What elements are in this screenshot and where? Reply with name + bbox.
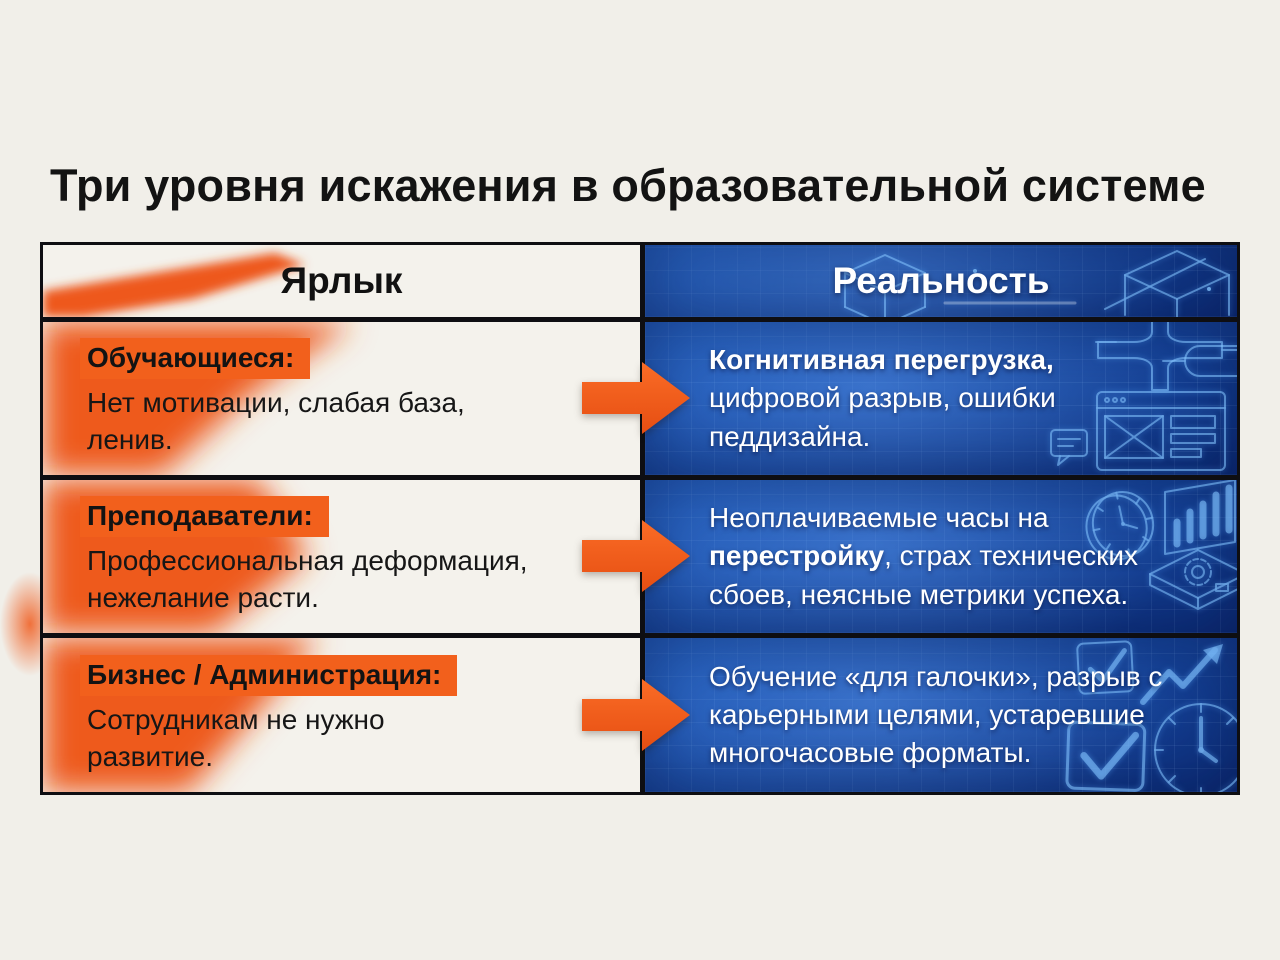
- browser-window-wireframe-icon: [1096, 391, 1226, 471]
- capsule-wireframe-icon: [1162, 345, 1237, 377]
- cube-wireframe-icon: [1104, 250, 1230, 317]
- column-header-reality: Реальность: [832, 260, 1050, 301]
- reality-cell-learners: Когнитивная перегрузка, цифровой разрыв,…: [645, 322, 1237, 475]
- label-text: Сотрудникам не нужно развитие.: [87, 703, 385, 772]
- clock-wireframe-icon: [1154, 703, 1237, 792]
- cube-wireframe-icon: [844, 254, 926, 317]
- bar-chart-wireframe-icon: [1164, 480, 1236, 555]
- speech-bubble-wireframe-icon: [1050, 429, 1088, 466]
- checkbox-check-wireframe-icon: [1065, 720, 1147, 792]
- reality-text: Неоплачиваемые часы на перестройку, стра…: [645, 499, 1159, 613]
- clock-wireframe-icon: [1085, 491, 1155, 561]
- blueprint-decoration: [1050, 322, 1237, 471]
- blueprint-decoration: [844, 250, 1230, 317]
- reality-rest: цифровой разрыв, ошибки педдизайна.: [709, 382, 1056, 452]
- category-highlight: Обучающиеся:: [80, 338, 311, 380]
- reality-bold: Когнитивная перегрузка,: [709, 344, 1054, 376]
- reality-rest: , страх технических сбоев, неясные метри…: [709, 540, 1139, 610]
- label-cell-teachers: Преподаватели: Профессиональная деформац…: [43, 480, 640, 633]
- column-header-label: Ярлык: [280, 260, 403, 301]
- label-text: Нет мотивации, слабая база, ленив.: [87, 387, 465, 455]
- comparison-table: Ярлык Реальность Обучающ: [40, 242, 1240, 795]
- reality-cell-business: Обучение «для галочки», разрыв с карьерн…: [645, 638, 1237, 792]
- category-highlight: Преподаватели:: [80, 496, 329, 538]
- blueprint-decoration: [1065, 640, 1237, 792]
- label-text: Профессиональная деформация, нежелание р…: [87, 545, 528, 613]
- category-highlight: Бизнес / Администрация:: [80, 654, 458, 696]
- arrow-right-icon: [582, 520, 690, 592]
- reality-cell-teachers: Неоплачиваемые часы на перестройку, стра…: [645, 480, 1237, 633]
- reality-text: Обучение «для галочки», разрыв с карьерн…: [645, 658, 1175, 772]
- orange-brush-stroke: [43, 253, 305, 317]
- reality-lead: Неоплачиваемые часы на: [709, 502, 1049, 534]
- reality-bold: перестройку: [709, 540, 885, 572]
- header-cell-reality: Реальность: [645, 245, 1237, 317]
- blueprint-decoration: [1085, 480, 1237, 610]
- label-cell-learners: Обучающиеся: Нет мотивации, слабая база,…: [43, 322, 640, 475]
- drone-wireframe-icon: [1095, 322, 1237, 391]
- page-title: Три уровня искажения в образовательной с…: [50, 160, 1206, 211]
- arrow-right-icon: [582, 679, 690, 751]
- reality-text: Когнитивная перегрузка, цифровой разрыв,…: [645, 341, 1109, 455]
- arrow-right-icon: [582, 362, 690, 434]
- label-cell-business: Бизнес / Администрация: Сотрудникам не н…: [43, 638, 640, 792]
- circuit-board-wireframe-icon: [1149, 549, 1237, 610]
- growth-arrow-wireframe-icon: [1140, 644, 1223, 705]
- reality-rest: Обучение «для галочки», разрыв с карьерн…: [709, 660, 1163, 769]
- header-cell-label: Ярлык: [43, 245, 640, 317]
- checkbox-check-wireframe-icon: [1076, 640, 1135, 695]
